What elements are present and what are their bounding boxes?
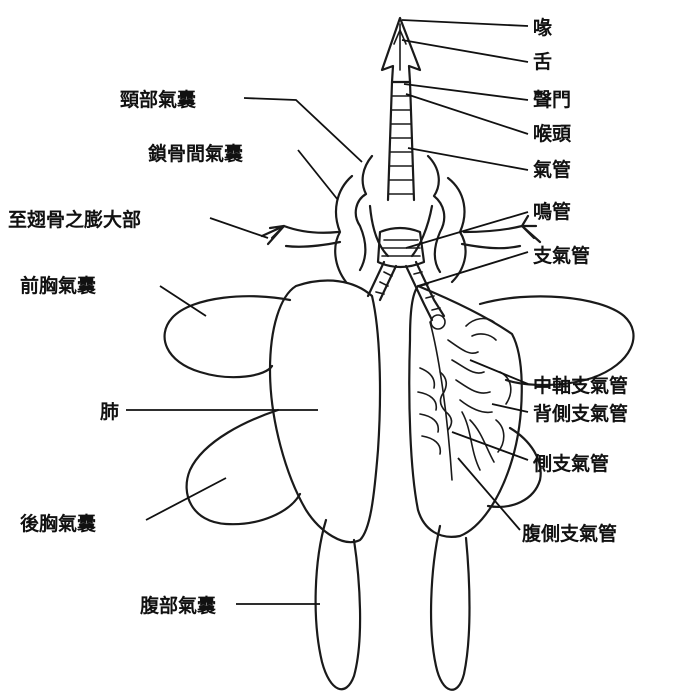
posterior-thoracic-air-sac-drawing bbox=[187, 410, 541, 524]
label-trachea: 氣管 bbox=[533, 158, 571, 181]
label-lateral-bronchi: 側支氣管 bbox=[532, 452, 609, 475]
leader-beak bbox=[402, 20, 528, 26]
leader-ventrobronchi bbox=[458, 458, 520, 530]
label-dorsobronchi: 背側支氣管 bbox=[533, 402, 628, 425]
label-larynx: 喉頭 bbox=[533, 122, 572, 145]
abdominal-air-sac-drawing bbox=[316, 520, 470, 690]
syrinx-drawing bbox=[378, 228, 424, 267]
trachea-drawing bbox=[388, 82, 414, 200]
leader-glottis bbox=[404, 84, 528, 100]
label-cervical-air-sac: 頸部氣囊 bbox=[120, 88, 197, 111]
label-mesobronchus: 中軸支氣管 bbox=[533, 374, 628, 397]
anterior-thoracic-air-sac-drawing bbox=[165, 296, 634, 385]
label-abdominal-air-sac: 腹部氣囊 bbox=[139, 594, 217, 617]
leader-tongue bbox=[402, 40, 528, 62]
label-glottis: 聲門 bbox=[533, 88, 571, 111]
label-posterior-thoracic-air-sac: 後胸氣囊 bbox=[20, 512, 97, 535]
label-beak: 喙 bbox=[533, 16, 552, 39]
leader-humeral bbox=[210, 218, 268, 238]
label-humeral-diverticulum: 至翅骨之膨大部 bbox=[8, 208, 141, 231]
label-lung: 肺 bbox=[100, 401, 119, 423]
leader-dorsobronchi bbox=[492, 404, 528, 412]
bronchi-drawing bbox=[368, 262, 445, 329]
label-tongue: 舌 bbox=[533, 50, 552, 73]
beak-drawing bbox=[382, 18, 420, 82]
lung-right-drawing bbox=[409, 286, 521, 537]
leader-interclavicular bbox=[298, 150, 338, 200]
label-syrinx: 鳴管 bbox=[533, 200, 571, 223]
label-ventrobronchi: 腹側支氣管 bbox=[521, 522, 617, 545]
label-interclavicular-air-sac: 鎖骨間氣囊 bbox=[148, 142, 244, 165]
label-bronchus: 支氣管 bbox=[532, 244, 590, 267]
leader-syrinx bbox=[406, 212, 528, 248]
label-anterior-thoracic-air-sac: 前胸氣囊 bbox=[20, 274, 97, 297]
leader-cervical bbox=[244, 98, 362, 162]
lung-left-drawing bbox=[270, 281, 380, 543]
leader-anterior-thoracic bbox=[160, 286, 206, 316]
leader-trachea bbox=[408, 148, 528, 170]
leader-larynx bbox=[406, 94, 528, 134]
